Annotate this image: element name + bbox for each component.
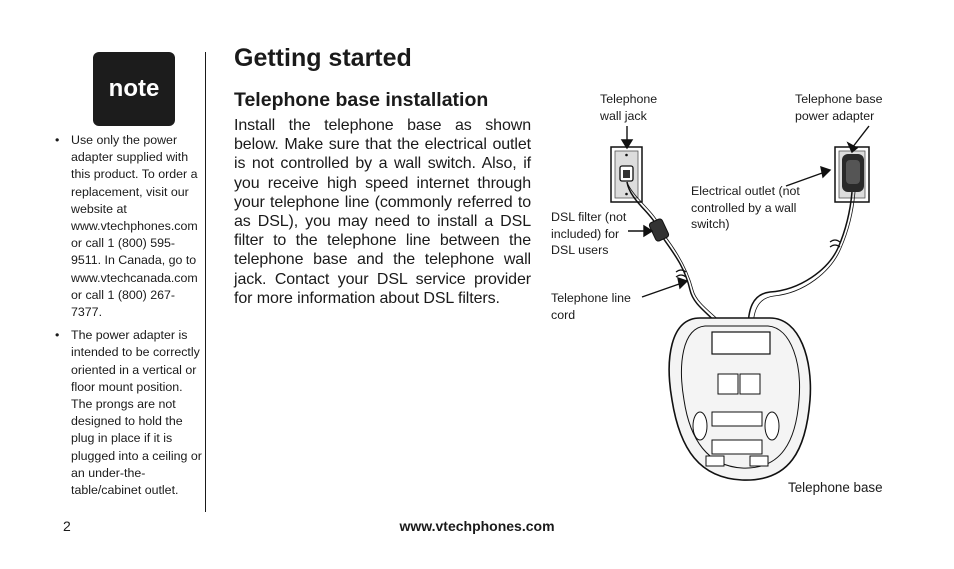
page-number: 2: [63, 518, 71, 534]
cord-break-mark: [675, 269, 687, 278]
wall-jack-icon: [610, 146, 643, 203]
note-item: The power adapter is intended to be corr…: [53, 327, 203, 499]
label-dsl-filter: DSL filter (not included) for DSL users: [551, 210, 627, 257]
footer-url: www.vtechphones.com: [399, 518, 555, 534]
pointer-arrows: [620, 125, 870, 298]
adapter-cord: [747, 191, 856, 395]
section-heading: Telephone base installation: [234, 89, 489, 111]
note-item: Use only the power adapter supplied with…: [53, 132, 203, 321]
notes-list: Use only the power adapter supplied with…: [53, 132, 203, 505]
label-wall-jack: Telephone wall jack: [600, 92, 658, 123]
cord-break-mark: [829, 239, 841, 248]
telephone-base-icon: [668, 317, 812, 481]
dsl-filter-icon: [648, 218, 670, 242]
label-telephone-base: Telephone base: [788, 480, 883, 495]
page-title: Getting started: [234, 44, 412, 72]
body-paragraph: Install the telephone base as shown belo…: [234, 117, 531, 307]
note-badge: note: [93, 52, 175, 126]
label-power-adapter: Telephone base power adapter: [795, 92, 883, 123]
label-electrical-outlet: Electrical outlet (not controlled by a w…: [691, 184, 800, 231]
label-line-cord: Telephone line cord: [551, 291, 631, 322]
column-divider: [205, 52, 206, 512]
